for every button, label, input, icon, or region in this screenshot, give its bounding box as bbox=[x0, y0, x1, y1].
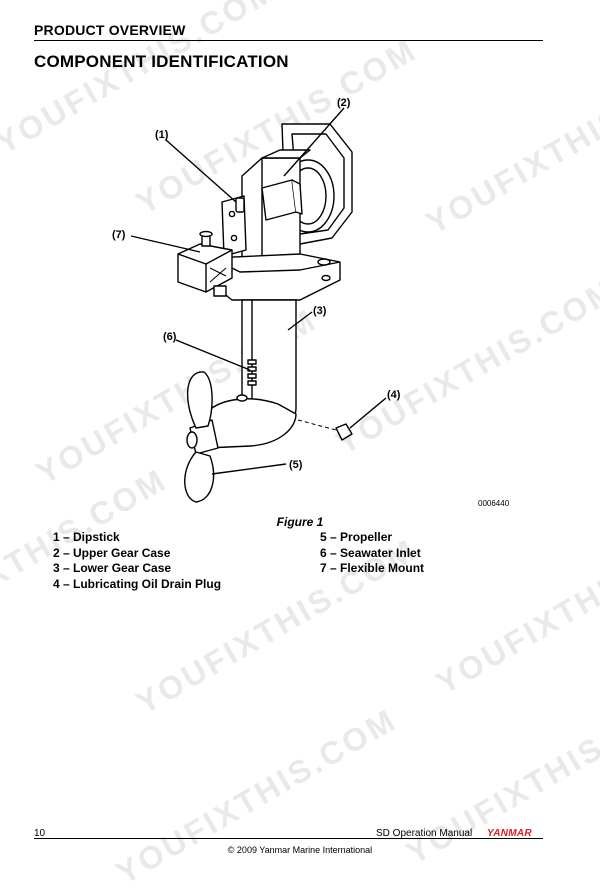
legend-left: 1 – Dipstick 2 – Upper Gear Case 3 – Low… bbox=[53, 530, 221, 592]
callout-6: (6) bbox=[163, 331, 177, 343]
drain-plug bbox=[335, 423, 353, 441]
legend-item: 3 – Lower Gear Case bbox=[53, 561, 172, 575]
callout-3: (3) bbox=[313, 305, 327, 317]
header-divider bbox=[34, 40, 543, 41]
figure-code: 0006440 bbox=[478, 499, 510, 508]
propeller-blade-lower bbox=[184, 451, 215, 503]
watermark: YOUFIXTHIS.COM bbox=[400, 681, 600, 872]
legend-item: 5 – Propeller bbox=[320, 530, 393, 544]
torpedo-housing bbox=[199, 398, 297, 449]
callout-4: (4) bbox=[387, 389, 401, 401]
legend-item: 4 – Lubricating Oil Drain Plug bbox=[53, 576, 222, 591]
manual-name: SD Operation Manual bbox=[376, 828, 473, 839]
footer-divider bbox=[34, 838, 543, 839]
flexible-mount bbox=[177, 243, 233, 293]
legend-right: 5 – Propeller 6 – Seawater Inlet 7 – Fle… bbox=[320, 530, 424, 577]
page-title: COMPONENT IDENTIFICATION bbox=[34, 52, 289, 71]
callout-1: (1) bbox=[155, 129, 169, 141]
page-number: 10 bbox=[34, 828, 46, 839]
copyright: © 2009 Yanmar Marine International bbox=[227, 845, 373, 855]
watermark: YOUFIXTHIS.COM bbox=[110, 701, 404, 892]
legend-item: 2 – Upper Gear Case bbox=[53, 545, 171, 560]
legend-item: 6 – Seawater Inlet bbox=[320, 545, 421, 560]
sail-drive-illustration: (1) (2) (3) (4) (5) (6) (7) bbox=[112, 97, 401, 503]
section-header: PRODUCT OVERVIEW bbox=[34, 22, 186, 38]
callout-5: (5) bbox=[289, 459, 303, 471]
propeller-blade-upper bbox=[186, 371, 213, 429]
watermark: YOUFIXTHIS.COM bbox=[430, 511, 600, 702]
callout-7: (7) bbox=[112, 229, 126, 241]
callout-2: (2) bbox=[337, 97, 351, 109]
legend-item: 1 – Dipstick bbox=[53, 530, 120, 544]
legend-item: 7 – Flexible Mount bbox=[320, 561, 425, 575]
shift-lever-box bbox=[261, 179, 297, 221]
dipstick bbox=[235, 197, 245, 213]
seawater-inlet bbox=[247, 359, 257, 386]
brand-logo: YANMAR bbox=[487, 828, 532, 839]
figure-caption: Figure 1 bbox=[276, 515, 324, 529]
